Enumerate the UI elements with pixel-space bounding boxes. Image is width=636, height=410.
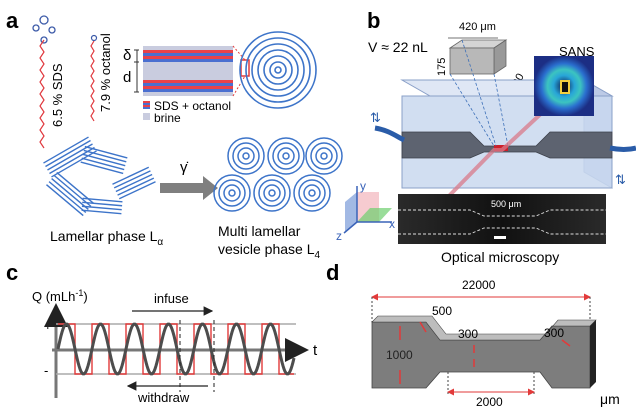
axis-x-label: x	[389, 217, 395, 231]
axes-gizmo	[343, 186, 392, 234]
dim-22000-label: 22000	[462, 278, 496, 292]
withdraw-label: withdraw	[137, 390, 190, 405]
dim-2000-label: 2000	[476, 395, 503, 409]
zoom-line-top	[232, 45, 246, 61]
sine-wave	[56, 322, 296, 376]
panel-d-letter: d	[326, 260, 339, 285]
outlet-tube	[609, 145, 636, 152]
flow-arrows-left-icon: ⇅	[370, 110, 381, 125]
panel-d: d 22000 500 300 300 1000 2000 μm	[326, 260, 620, 409]
vesicle-concentric	[239, 31, 317, 109]
scale-bar	[494, 236, 506, 239]
bilayer-legend	[143, 101, 150, 120]
shear-rate-symbol: γ̇	[180, 159, 189, 176]
microscopy-image	[398, 194, 606, 244]
scale-label: 500 μm	[491, 199, 521, 209]
projection-lines	[449, 39, 509, 147]
dim-300b-arrow-icon	[561, 339, 571, 347]
volume-label: V ≈ 22 nL	[368, 39, 428, 55]
panel-b-letter: b	[367, 8, 380, 33]
panel-c-letter: c	[6, 260, 18, 285]
panel-c: c Q (mLh-1) + - t infuse withdraw	[6, 260, 318, 405]
sds-label: 6.5 % SDS	[50, 63, 65, 127]
dim-1000-label: 1000	[386, 348, 413, 362]
delta-label: δ	[123, 47, 131, 64]
delta-bracket	[134, 49, 139, 63]
sds-molecule-icon	[32, 15, 56, 149]
channel-3d-model	[371, 315, 597, 389]
legend-brine-label: brine	[154, 111, 181, 125]
dim-300b-label: 300	[544, 326, 564, 340]
panel-a: a 6.5 % SDS 7.9 % octanol δ	[6, 8, 343, 261]
dim-500-arrow-icon	[419, 321, 427, 333]
lamellar-label: Lamellar phase Lα	[50, 228, 163, 248]
sans-label: SANS	[559, 44, 595, 59]
plus-label: +	[44, 318, 52, 333]
axis-z-label: z	[336, 229, 342, 243]
q-axis-label: Q (mLh-1)	[32, 288, 88, 304]
sample-volume-cube	[448, 39, 508, 75]
vesicle-cluster	[213, 137, 343, 212]
minus-label: -	[44, 363, 48, 378]
vesicle-label-line1: Multi lamellar	[218, 223, 301, 239]
dim-175-label: 175	[436, 58, 448, 76]
neutron-beam	[443, 94, 562, 202]
sans-detector	[534, 56, 594, 116]
axis-y-label: y	[360, 179, 366, 193]
panel-b: b V ≈ 22 nL 420 μm 175 300 ⇅ ⇅	[336, 8, 636, 265]
d-bracket	[134, 61, 139, 93]
inlet-tube	[374, 125, 406, 143]
vesicle-label-line2: vesicle phase L4	[218, 241, 321, 261]
flow-arrows-right-icon: ⇅	[615, 172, 626, 187]
dim-500-label: 500	[432, 304, 452, 318]
bilayer-stack	[143, 46, 233, 96]
t-axis-label: t	[313, 342, 318, 359]
legend-bilayer-label: SDS + octanol	[154, 99, 231, 113]
d-label: d	[123, 69, 131, 86]
octanol-molecule-icon	[90, 34, 98, 122]
zoom-box	[240, 59, 250, 77]
unit-label: μm	[600, 391, 620, 407]
octanol-label: 7.9 % octanol	[98, 33, 113, 112]
lamellar-stacks	[43, 136, 156, 217]
dim-300a-label: 300	[458, 327, 478, 341]
shear-arrow-icon	[160, 176, 218, 200]
infuse-label: infuse	[154, 291, 189, 306]
panel-a-letter: a	[6, 8, 19, 33]
dim-420-label: 420 μm	[459, 21, 496, 33]
microscopy-label: Optical microscopy	[441, 249, 559, 265]
